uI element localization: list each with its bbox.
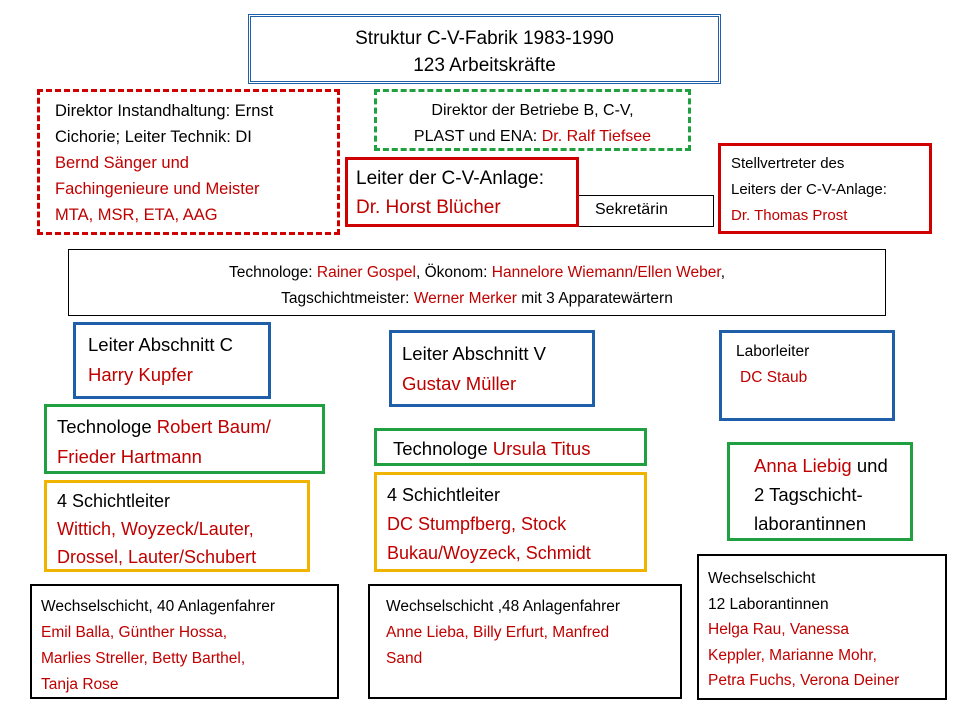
abschnitt-v-leiter-title: Leiter Abschnitt V (402, 343, 546, 364)
schichtleiter-v-names-2: Bukau/Woyzeck, Schmidt (387, 543, 591, 563)
staff-box: Technologe: Rainer Gospel, Ökonom: Hanne… (68, 249, 886, 316)
schichtleiter-c-title: 4 Schichtleiter (57, 491, 171, 511)
schichtleiter-v-title: 4 Schichtleiter (387, 485, 501, 505)
technologe-v-box: Technologe Ursula Titus (374, 428, 647, 466)
stellvertreter-box: Stellvertreter des Leiters der C-V-Anlag… (718, 143, 932, 234)
instandhaltung-line-3: Bernd Sänger und (55, 154, 189, 172)
technologe-c-name-2: Frieder Hartmann (57, 446, 202, 467)
wechselschicht-labor-title-2: 12 Laborantinnen (708, 595, 829, 613)
wechselschicht-c-names-1: Emil Balla, Günther Hossa, (41, 624, 228, 641)
instandhaltung-line-5: MTA, MSR, ETA, AAG (55, 206, 218, 224)
technologe-c-box: Technologe Robert Baum/ Frieder Hartmann (44, 404, 325, 474)
wechselschicht-c-title: Wechselschicht, 40 Anlagenfahrer (41, 598, 276, 615)
technologe-c-label: Technologe (57, 416, 157, 437)
wechselschicht-labor-names-2: Keppler, Marianne Mohr, (708, 646, 877, 664)
wechselschicht-labor-names-3: Petra Fuchs, Verona Deiner (708, 672, 900, 689)
schichtleiter-c-names-2: Drossel, Lauter/Schubert (57, 547, 257, 567)
betriebe-director-name: Dr. Ralf Tiefsee (541, 128, 652, 145)
oekonom-name: Hannelore Wiemann/Ellen Weber (491, 264, 721, 281)
betriebe-line-2: PLAST und ENA: Dr. Ralf Tiefsee (377, 124, 688, 150)
wechselschicht-labor-box: Wechselschicht 12 Laborantinnen Helga Ra… (697, 554, 947, 700)
leiter-anlage-title: Leiter der C-V-Anlage: (356, 168, 544, 189)
schichtleiter-c-box: 4 Schichtleiter Wittich, Woyzeck/Lauter,… (44, 480, 310, 572)
staff-line-2: Tagschichtmeister: Werner Merker mit 3 A… (69, 286, 885, 312)
direktor-betriebe-box: Direktor der Betriebe B, C-V, PLAST und … (374, 89, 691, 151)
abschnitt-c-leiter-name: Harry Kupfer (88, 364, 193, 385)
technologe-v-line: Technologe Ursula Titus (393, 434, 644, 463)
betriebe-line-2-prefix: PLAST und ENA: (413, 128, 542, 145)
tagschicht-labor-line-1: Anna Liebig und (754, 451, 910, 480)
laborleiter-box: Laborleiter DC Staub (719, 330, 895, 421)
tagschicht-labor-suffix: und (851, 455, 888, 476)
wechselschicht-labor-title-1: Wechselschicht (708, 570, 816, 587)
wechselschicht-v-names-1: Anne Lieba, Billy Erfurt, Manfred (386, 624, 610, 641)
tagschicht-labor-line-2: 2 Tagschicht- (754, 484, 863, 505)
technologe-name: Rainer Gospel (316, 264, 416, 281)
sekretaerin-box: Sekretärin (577, 195, 714, 227)
wechselschicht-c-names-2: Marlies Streller, Betty Barthel, (41, 650, 246, 667)
technologe-v-label: Technologe (393, 438, 493, 459)
instandhaltung-line-4: Fachingenieure und Meister (55, 180, 260, 198)
oekonom-label: , Ökonom: (415, 264, 492, 281)
stellvertreter-line-2: Leiters der C-V-Anlage: (731, 181, 887, 198)
instandhaltung-line-1: Direktor Instandhaltung: Ernst (55, 102, 274, 120)
leiter-anlage-name: Dr. Horst Blücher (356, 197, 501, 218)
title-line-2: 123 Arbeitskräfte (413, 55, 556, 76)
technologe-label: Technologe: (229, 264, 317, 281)
wechselschicht-c-box: Wechselschicht, 40 Anlagenfahrer Emil Ba… (30, 584, 339, 699)
stellvertreter-name: Dr. Thomas Prost (731, 207, 848, 224)
tagschicht-labor-line-3: laborantinnen (754, 513, 867, 534)
betriebe-line-1: Direktor der Betriebe B, C-V, (431, 102, 634, 119)
leiter-abschnitt-v-box: Leiter Abschnitt V Gustav Müller (389, 330, 595, 407)
wechselschicht-v-names-2: Sand (386, 650, 423, 667)
abschnitt-v-leiter-name: Gustav Müller (402, 373, 517, 394)
wechselschicht-v-box: Wechselschicht ,48 Anlagenfahrer Anne Li… (368, 584, 682, 699)
stellvertreter-line-1: Stellvertreter des (731, 155, 845, 172)
title-line-1: Struktur C-V-Fabrik 1983-1990 (355, 28, 614, 49)
tagschicht-labor-box: Anna Liebig und 2 Tagschicht- laborantin… (727, 442, 913, 541)
laborleiter-title: Laborleiter (736, 343, 810, 360)
technologe-c-line-1: Technologe Robert Baum/ (57, 412, 322, 442)
leiter-abschnitt-c-box: Leiter Abschnitt C Harry Kupfer (73, 322, 271, 399)
instandhaltung-line-2: Cichorie; Leiter Technik: DI (55, 128, 252, 146)
meister-label: Tagschichtmeister: (281, 290, 414, 307)
leiter-anlage-box: Leiter der C-V-Anlage: Dr. Horst Blücher (345, 157, 579, 227)
schichtleiter-c-names-1: Wittich, Woyzeck/Lauter, (57, 519, 254, 539)
tagschicht-labor-name: Anna Liebig (754, 455, 852, 476)
direktor-instandhaltung-box: Direktor Instandhaltung: Ernst Cichorie;… (37, 89, 340, 235)
staff-line-1: Technologe: Rainer Gospel, Ökonom: Hanne… (69, 260, 885, 286)
abschnitt-c-leiter-title: Leiter Abschnitt C (88, 334, 233, 355)
meister-suffix: mit 3 Apparatewärtern (516, 290, 673, 307)
sekretaerin-label: Sekretärin (595, 201, 668, 218)
wechselschicht-c-names-3: Tanja Rose (41, 676, 119, 693)
wechselschicht-labor-names-1: Helga Rau, Vanessa (708, 621, 850, 638)
wechselschicht-v-title: Wechselschicht ,48 Anlagenfahrer (386, 598, 621, 615)
staff-comma: , (720, 264, 725, 281)
technologe-c-name-1: Robert Baum/ (156, 416, 271, 437)
meister-name: Werner Merker (413, 290, 517, 307)
title-box: Struktur C-V-Fabrik 1983-1990 123 Arbeit… (248, 14, 721, 84)
laborleiter-name: DC Staub (740, 369, 808, 386)
technologe-v-name: Ursula Titus (492, 438, 591, 459)
schichtleiter-v-names-1: DC Stumpfberg, Stock (387, 514, 567, 534)
schichtleiter-v-box: 4 Schichtleiter DC Stumpfberg, Stock Buk… (374, 472, 647, 572)
